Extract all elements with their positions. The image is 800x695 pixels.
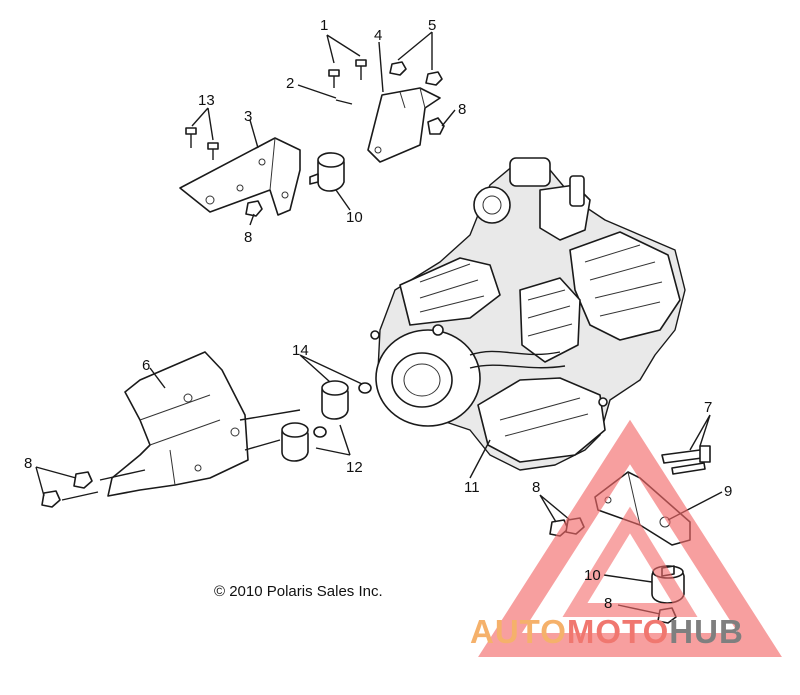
callout-9: 9 xyxy=(724,483,732,500)
callout-10-lower: 10 xyxy=(584,567,601,584)
pin-2 xyxy=(335,99,353,105)
watermark-logo xyxy=(478,419,782,657)
callout-labels: 1 2 3 4 5 6 7 8 8 8 8 8 9 10 10 11 12 13… xyxy=(24,17,732,612)
callout-4: 4 xyxy=(374,27,382,44)
bracket-6 xyxy=(107,351,249,497)
callout-11: 11 xyxy=(464,479,480,496)
callout-8-lower-left: 8 xyxy=(24,455,32,472)
nuts-5 xyxy=(389,61,443,86)
callout-5: 5 xyxy=(428,17,436,34)
callout-8-upper-left: 8 xyxy=(244,229,252,246)
rubber-mounts-12 xyxy=(281,380,349,462)
callout-6: 6 xyxy=(142,357,150,374)
watermark-text: AUTOMOTOHUB xyxy=(470,613,744,650)
engine-assembly xyxy=(370,157,686,471)
watermark-auto: AUTO xyxy=(470,613,567,650)
watermark-triangle-inner xyxy=(562,506,698,617)
watermark-triangle-outer xyxy=(478,419,782,657)
nut-8-upper-left xyxy=(245,200,263,217)
nut-8-upper-right xyxy=(427,117,445,135)
bracket-4 xyxy=(367,87,441,163)
callout-3: 3 xyxy=(244,108,252,125)
bolt-7 xyxy=(661,445,711,475)
callout-1: 1 xyxy=(320,17,328,34)
bracket-3 xyxy=(179,137,301,216)
callout-8-lower-right: 8 xyxy=(604,595,612,612)
copyright-notice: © 2010 Polaris Sales Inc. xyxy=(214,583,383,600)
callout-2: 2 xyxy=(286,75,294,92)
callout-14: 14 xyxy=(292,342,309,359)
bolts-13 xyxy=(185,127,219,160)
callout-10-upper: 10 xyxy=(346,209,363,226)
watermark-moto: MOTO xyxy=(567,613,669,650)
nuts-8-lower-left xyxy=(41,471,93,508)
bolts-1 xyxy=(328,59,367,88)
callout-13: 13 xyxy=(198,92,215,109)
callout-12: 12 xyxy=(346,459,363,476)
callout-8-lower-center: 8 xyxy=(532,479,540,496)
callout-8-upper-right: 8 xyxy=(458,101,466,118)
watermark-hub: HUB xyxy=(669,613,744,650)
washers-14 xyxy=(313,382,372,438)
rubber-mount-10-upper xyxy=(309,152,345,192)
callout-7: 7 xyxy=(704,399,712,416)
